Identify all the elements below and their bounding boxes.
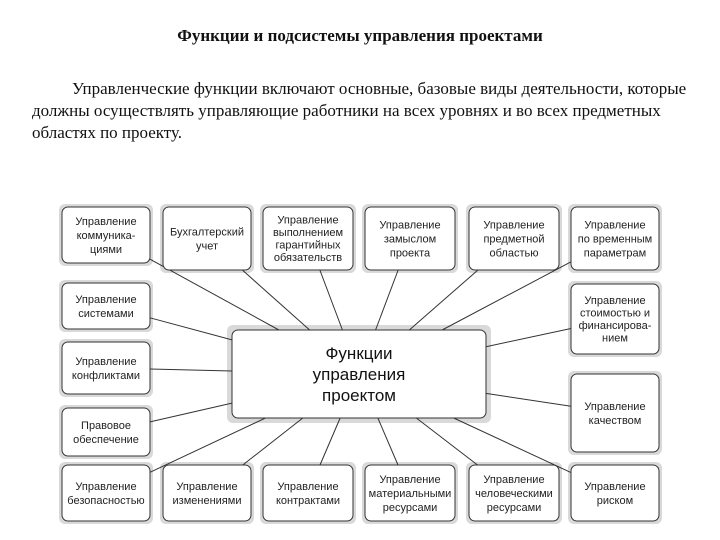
node-warranty	[262, 206, 354, 271]
box-label-line: областью	[490, 247, 539, 259]
box-label-line: нием	[602, 332, 628, 344]
box-label-line: по временным	[578, 233, 653, 245]
node-communications	[61, 206, 151, 264]
box-label-line: Управление	[584, 295, 645, 307]
connector-time	[441, 261, 572, 331]
box-label-line: параметрам	[584, 247, 646, 259]
connector-communications	[149, 258, 280, 331]
box-label-line: обязательств	[274, 252, 342, 264]
connector-changes	[242, 417, 304, 466]
box-label-line: человеческими	[475, 488, 553, 500]
node-cost	[570, 283, 660, 355]
box-label-line: гарантийных	[275, 239, 341, 251]
box-label-line: Управление	[379, 219, 440, 231]
box-label-line: Управление	[379, 474, 440, 486]
connector-legal	[149, 402, 233, 423]
box-label-line: Управление	[176, 481, 237, 493]
box-label-line: Правовое	[81, 420, 131, 432]
box-label-line: Управление	[75, 216, 136, 228]
connector-material	[377, 417, 399, 466]
box-label-line: конфликтами	[72, 370, 140, 382]
box-label-line: Управление	[277, 214, 338, 226]
connector-scope	[409, 269, 479, 331]
node-safety	[61, 464, 151, 522]
connector-risk	[453, 417, 572, 474]
box-label-line: ресурсами	[383, 502, 438, 514]
box-label-line: проектом	[322, 386, 396, 405]
box-label-line: Управление	[584, 401, 645, 413]
connector-quality	[485, 392, 572, 407]
connector-human	[416, 417, 478, 466]
box-label-line: контрактами	[276, 495, 340, 507]
box-label-line: стоимостью и	[580, 307, 650, 319]
intro-paragraph: Управленческие функции включают основные…	[32, 79, 687, 142]
node-risk	[570, 464, 660, 522]
node-contracts	[262, 464, 354, 522]
box-label-line: системами	[78, 308, 134, 320]
box-label-line: проекта	[390, 247, 431, 259]
node-systems	[61, 282, 151, 330]
center-box	[231, 329, 487, 419]
box-label-line: ресурсами	[487, 502, 542, 514]
page-title: Функции и подсистемы управления проектам…	[177, 26, 543, 45]
node-scope	[468, 206, 560, 271]
box-label-line: качеством	[589, 415, 642, 427]
box-label-line: Управление	[584, 219, 645, 231]
box-label-line: безопасностью	[67, 495, 144, 507]
node-quality	[570, 373, 660, 453]
box-label-line: Бухгалтерский	[170, 226, 244, 238]
connector-systems	[149, 317, 233, 341]
box-label-line: риском	[597, 495, 633, 507]
box-label-line: финансирова-	[579, 320, 652, 332]
node-material	[364, 464, 456, 522]
connector-warranty	[319, 269, 343, 331]
box-label-line: учет	[196, 240, 218, 252]
node-legal	[61, 407, 151, 457]
box-label-line: изменениями	[173, 495, 242, 507]
box-label-line: Функции	[326, 344, 393, 363]
node-human	[468, 464, 560, 522]
node-accounting	[162, 206, 252, 271]
box-label-line: Управление	[483, 219, 544, 231]
node-conflicts	[61, 341, 151, 395]
box-label-line: циями	[90, 244, 122, 256]
connector-conflicts	[149, 368, 233, 372]
box-label-line: предметной	[483, 233, 544, 245]
box-label-line: Управление	[75, 294, 136, 306]
box-label-line: Управление	[483, 474, 544, 486]
box-label-line: коммуника-	[77, 230, 136, 242]
node-time	[570, 206, 660, 271]
box-label-line: замыслом	[384, 233, 436, 245]
connector-cost	[485, 327, 572, 348]
node-changes	[162, 464, 252, 522]
box-label-line: Управление	[584, 481, 645, 493]
box-label-line: Управление	[277, 481, 338, 493]
connector-accounting	[242, 269, 310, 331]
box-label-line: выполнением	[273, 227, 343, 239]
connector-safety	[149, 417, 266, 473]
box-label-line: обеспечение	[73, 434, 139, 446]
box-label-line: управления	[313, 365, 406, 384]
box-label-line: Управление	[75, 481, 136, 493]
connector-concept	[375, 269, 399, 331]
node-concept	[364, 206, 456, 271]
box-label-line: материальными	[369, 488, 452, 500]
connector-contracts	[319, 417, 341, 466]
box-label-line: Управление	[75, 356, 136, 368]
